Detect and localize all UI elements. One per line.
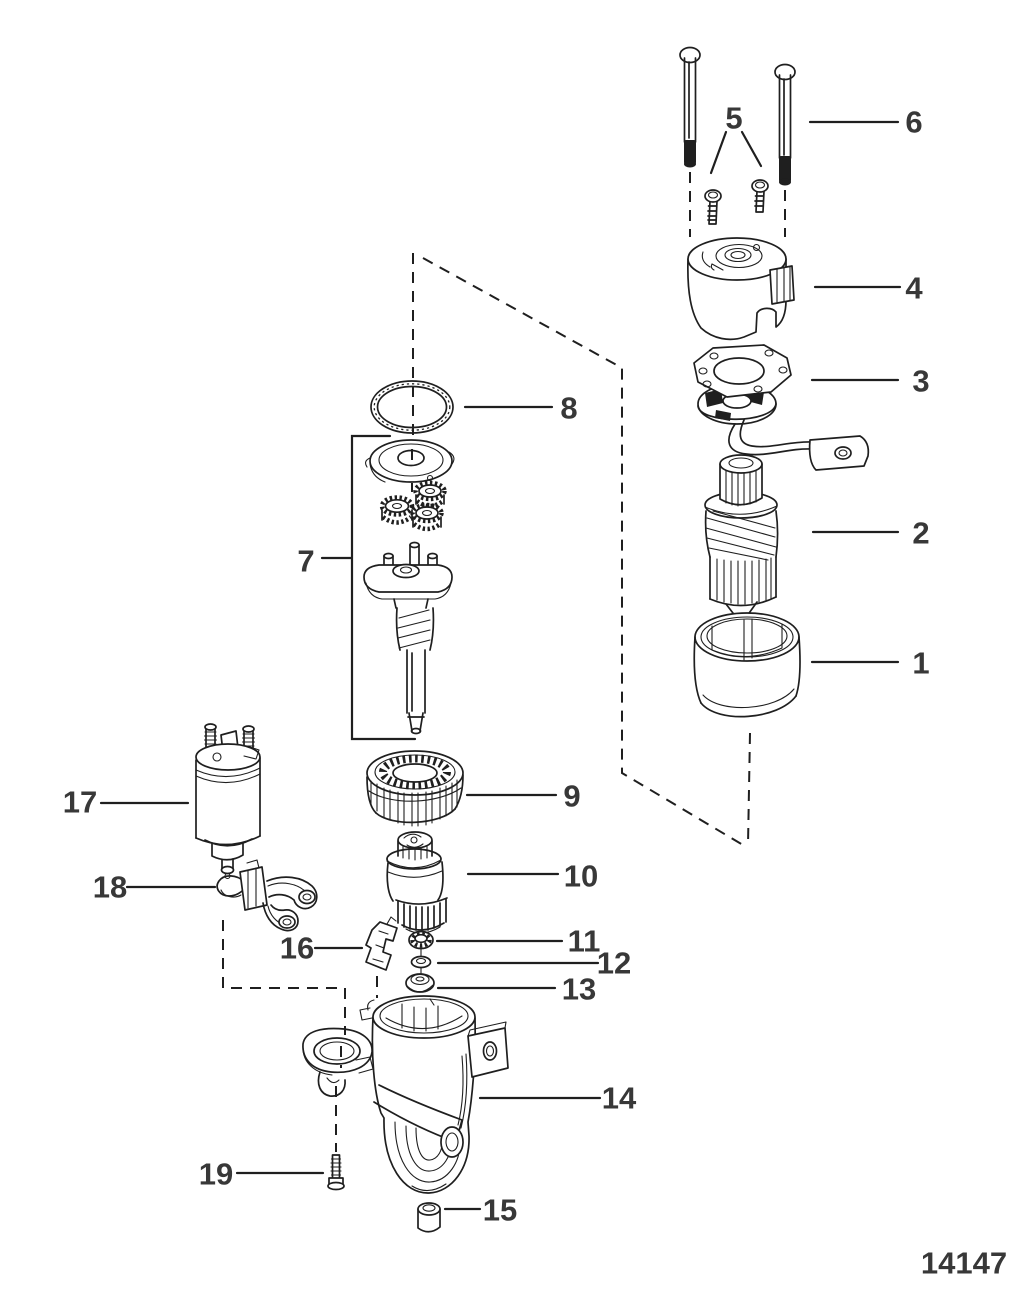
- part-13-retainer: [405, 973, 435, 993]
- callout-6: 6: [905, 105, 922, 140]
- part-9-ring-gear: [366, 750, 464, 827]
- part-5-screws: [704, 179, 769, 225]
- part-3-brush-plate: [693, 344, 870, 471]
- part-2-armature: [704, 454, 779, 633]
- callout-16: 16: [280, 931, 314, 966]
- callout-19: 19: [199, 1157, 233, 1192]
- part-19-screw: [327, 1154, 345, 1191]
- callout-4: 4: [905, 271, 923, 306]
- planet-carrier-and-shaft: [363, 541, 453, 735]
- callout-13: 13: [562, 972, 596, 1007]
- part-15-bushing: [417, 1202, 441, 1233]
- part-14-gear-housing: [302, 995, 509, 1194]
- leader-5: [709, 130, 763, 175]
- part-12-washer: [410, 955, 432, 976]
- callout-8: 8: [560, 391, 577, 426]
- callout-14: 14: [602, 1081, 637, 1116]
- part-11-thrust-washer: [408, 930, 434, 958]
- callout-11: 11: [568, 924, 601, 959]
- drawing-number: 14147: [921, 1246, 1007, 1281]
- callout-labels: 1 2 3 4 5 6 7 8 9 10 11 12 13 14 15 16 1…: [63, 101, 1007, 1281]
- callout-3: 3: [912, 364, 929, 399]
- lead-wire-and-terminal: [728, 419, 870, 471]
- callout-18: 18: [93, 870, 127, 905]
- callout-7: 7: [297, 544, 314, 579]
- callout-9: 9: [563, 779, 580, 814]
- callout-leader-lines: [99, 120, 902, 1211]
- callout-2: 2: [912, 516, 929, 551]
- part-6-through-bolts: [679, 46, 796, 186]
- mounting-flange: [302, 1027, 374, 1097]
- part-16-latch: [365, 916, 398, 971]
- part-7-planetary-gear-set: [363, 439, 455, 735]
- assembly-alignment-dashes: [222, 172, 786, 1152]
- ring-gear-plate: [365, 439, 455, 483]
- callout-12: 12: [597, 946, 631, 981]
- callout-17: 17: [63, 785, 97, 820]
- part-18-shift-fork: [216, 859, 318, 932]
- callout-1: 1: [912, 646, 929, 681]
- part-1-frame: [693, 612, 801, 718]
- leader-7-bracket: [320, 434, 417, 741]
- planet-gears: [379, 480, 447, 532]
- part-4-end-cap: [687, 237, 795, 341]
- part-17-solenoid: [195, 723, 261, 880]
- callout-5: 5: [725, 101, 742, 136]
- part-10-drive-assembly: [386, 831, 448, 934]
- callout-15: 15: [483, 1193, 517, 1228]
- callout-10: 10: [564, 859, 598, 894]
